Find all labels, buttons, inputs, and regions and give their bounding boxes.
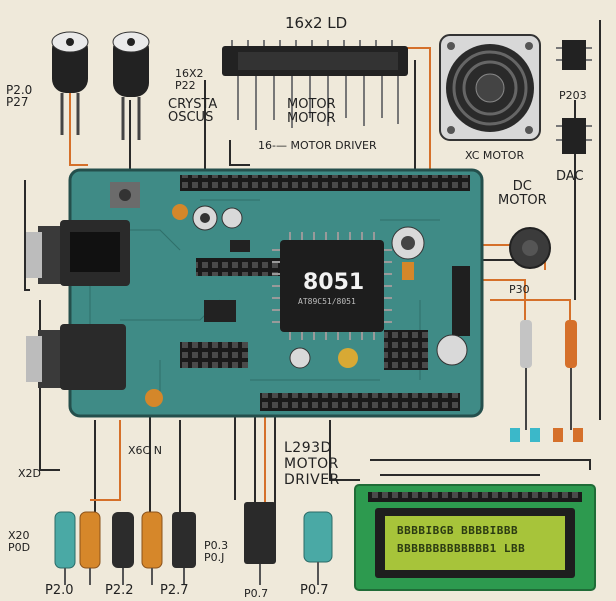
label-bottom-p07a: P0.7	[244, 588, 268, 599]
label-p203: P203	[559, 90, 587, 101]
label-x6cn: X6C N	[128, 445, 162, 456]
chip-sublabel: AT89C51/8051	[298, 297, 356, 306]
label-p20-p27: P2.0 P27	[6, 84, 32, 108]
lcd-module	[355, 485, 595, 590]
label-dac: DAC	[556, 170, 584, 183]
lcd-line-2: BBBBBBBBBBBBB1 LBB	[397, 542, 525, 555]
label-p30: P30	[509, 284, 530, 295]
label-crysta: CRYSTA OSCUS	[168, 98, 217, 124]
label-lcd-top: 16x2 LD	[285, 16, 347, 31]
label-xc-motor: XC MOTOR	[465, 150, 524, 161]
right-small-ic-top	[556, 40, 592, 70]
barrel-jack-top	[26, 220, 130, 286]
right-small-ic-bottom	[556, 118, 592, 154]
label-16x2-p22: 16X2 P22	[175, 68, 204, 92]
label-motor-motor: MOTOR MOTOR	[287, 98, 336, 126]
barrel-jack-bottom	[26, 324, 126, 390]
label-bottom-p27: P2.7	[160, 584, 189, 597]
right-resistors	[510, 320, 583, 442]
fan-motor	[440, 35, 540, 140]
label-dc-motor: DC MOTOR	[498, 180, 547, 208]
label-motor-driver-top: 16-— MOTOR DRIVER	[258, 140, 377, 151]
label-x2d: X2D	[18, 468, 41, 479]
dc-motor-knob	[510, 228, 550, 268]
chip-label: 8051	[303, 270, 364, 295]
bottom-components	[55, 502, 332, 585]
label-bottom-p07b: P0.7	[300, 584, 329, 597]
label-x20-p0d: X20 P0D	[8, 530, 30, 554]
lcd-line-1: BBBBIBGB BBBBIBBB	[397, 524, 518, 537]
label-bottom-p20: P2.0	[45, 584, 74, 597]
label-l293d: L293D MOTOR DRIVER	[284, 440, 340, 488]
label-bottom-p22: P2.2	[105, 584, 134, 597]
label-p03-p0j: P0.3 P0.J	[204, 540, 228, 564]
